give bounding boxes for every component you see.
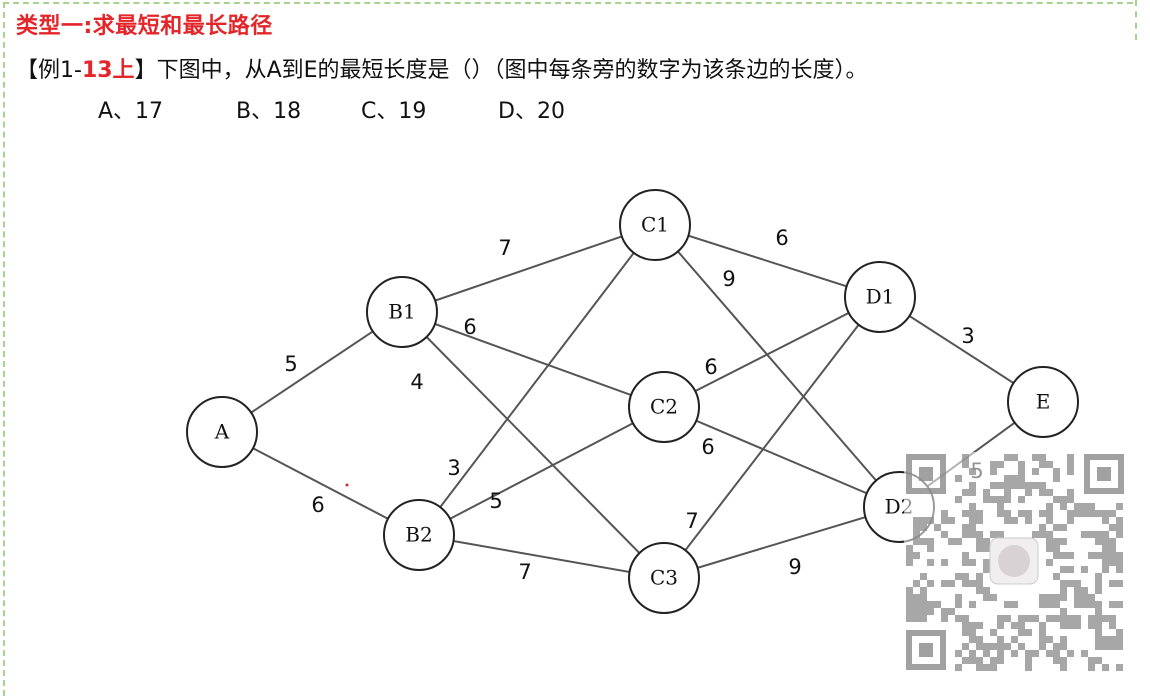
- node-label-e: E: [1036, 390, 1051, 414]
- node-d1: D1: [844, 261, 916, 333]
- edge-c2-d2: [663, 406, 900, 508]
- node-circle-b2: [383, 499, 455, 571]
- question-text: 【例1-13上】下图中，从A到E的最短长度是（）（图中每条旁的数字为该条边的长度…: [16, 52, 868, 84]
- edge-a-b1: [221, 311, 403, 433]
- node-a: A: [186, 396, 258, 468]
- node-label-b1: B1: [388, 300, 415, 324]
- node-b2: B2: [383, 499, 455, 571]
- edge-b1-c2: [401, 311, 665, 408]
- edge-weight-c2-d1: 6: [704, 355, 717, 379]
- answer-options: A、17 B、18 C、19 D、20: [98, 93, 565, 125]
- edge-weight-c2-d2: 6: [701, 435, 714, 459]
- edge-weight-b2-c2: 5: [489, 489, 502, 513]
- node-circle-c3: [628, 542, 700, 614]
- edge-a-b2: [221, 431, 420, 536]
- node-label-a: A: [214, 420, 230, 444]
- node-circle-a: [186, 396, 258, 468]
- edge-weight-b1-c1: 7: [498, 236, 511, 260]
- node-circle-d1: [844, 261, 916, 333]
- edge-b2-c2: [418, 406, 665, 536]
- node-label-b2: B2: [405, 523, 432, 547]
- edge-c2-d1: [663, 296, 881, 408]
- node-c1: C1: [619, 189, 691, 261]
- node-label-d1: D1: [866, 285, 895, 309]
- node-circle-b1: [366, 276, 438, 348]
- node-circle-c1: [619, 189, 691, 261]
- edge-c3-d2: [663, 506, 900, 579]
- edge-weight-c1-d1: 6: [775, 226, 788, 250]
- node-circle-e: [1007, 366, 1079, 438]
- edge-weight-b2-c1: 3: [447, 456, 460, 480]
- edge-b1-c3: [401, 311, 665, 579]
- edge-b1-c1: [401, 224, 656, 313]
- question-prefix: 【例1-: [16, 58, 82, 83]
- edge-b2-c3: [418, 534, 665, 579]
- edge-c1-d1: [654, 224, 881, 298]
- edge-weight-b1-c3: 4: [410, 370, 423, 394]
- edge-weight-b1-c2: 6: [463, 315, 476, 339]
- node-circle-c2: [628, 371, 700, 443]
- edge-weight-a-b2: 6: [311, 493, 324, 517]
- node-c3: C3: [628, 542, 700, 614]
- edge-weight-c3-d1: 7: [685, 509, 698, 533]
- edge-weight-b2-c3: 7: [518, 560, 531, 584]
- edge-c3-d1: [663, 296, 881, 579]
- edge-weight-d1-e: 3: [961, 324, 974, 348]
- option-b: B、18: [236, 99, 302, 124]
- weights-layer: 5676435769667935: [284, 226, 983, 584]
- node-c2: C2: [628, 371, 700, 443]
- edge-c1-d2: [654, 224, 900, 508]
- edge-b2-c1: [418, 224, 656, 536]
- edge-weight-c3-d2: 9: [788, 555, 801, 579]
- option-a: A、17: [98, 99, 164, 124]
- node-label-c2: C2: [650, 395, 678, 419]
- node-label-c1: C1: [641, 213, 669, 237]
- node-e: E: [1007, 366, 1079, 438]
- section-heading: 类型一:求最短和最长路径: [16, 14, 273, 39]
- edge-weight-a-b1: 5: [284, 352, 297, 376]
- dashed-frame: [3, 2, 1133, 696]
- node-label-c3: C3: [650, 566, 678, 590]
- question-suffix: 】下图中，从A到E的最短长度是（）（图中每条旁的数字为该条边的长度）。: [134, 58, 868, 83]
- stray-dot: [345, 483, 349, 487]
- question-highlight: 13上: [81, 58, 135, 83]
- option-c: C、19: [361, 99, 427, 124]
- edge-weight-c1-d2: 9: [722, 267, 735, 291]
- qr-code-icon: [904, 452, 1126, 672]
- option-d: D、20: [498, 99, 565, 124]
- dashed-frame-right: [1135, 0, 1139, 40]
- node-b1: B1: [366, 276, 438, 348]
